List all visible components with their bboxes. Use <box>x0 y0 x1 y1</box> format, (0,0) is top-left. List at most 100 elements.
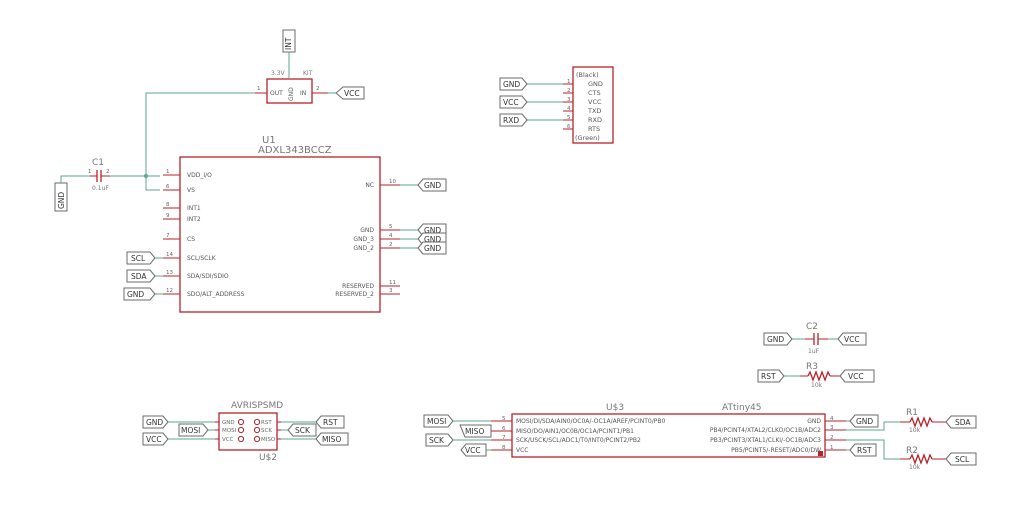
c2-name: C2 <box>806 322 818 332</box>
rst-flag[interactable] <box>757 369 785 383</box>
sda-flag[interactable] <box>945 415 977 429</box>
regulator-gnd-label: GND <box>288 87 295 101</box>
isp-pad <box>237 426 245 434</box>
vcc-flag[interactable] <box>142 432 169 446</box>
mosi-flag[interactable] <box>178 423 209 437</box>
rst-flag-label: RST <box>323 418 338 427</box>
gnd-flag[interactable] <box>417 178 447 192</box>
u1-pin-label: CS <box>187 236 195 243</box>
u1-pin-label: INT2 <box>187 216 201 223</box>
gnd-flag[interactable] <box>142 415 169 429</box>
attiny-pin-label: PB5/PCINT5/-RESET/ADC0/DW <box>731 447 821 454</box>
isp-pad <box>237 435 245 443</box>
attiny-pin-label: MISO/DO/AIN1/OC0B/OC1A/PCINT1/PB1 <box>516 428 634 435</box>
gnd-flag[interactable] <box>763 332 793 346</box>
u1-pin-label: SDO/ALT_ADDRESS <box>187 291 245 298</box>
attiny-pin-number: 8 <box>502 445 506 451</box>
r2-value: 10k <box>909 464 921 471</box>
u1-pin-number: 7 <box>166 233 170 239</box>
u1-pin-number: 1 <box>166 169 170 175</box>
vcc-flag[interactable] <box>839 369 875 383</box>
regulator-name: 3.3V <box>271 70 286 77</box>
r3-name: R3 <box>806 362 818 372</box>
u1-pin-label: GND_3 <box>353 236 374 243</box>
attiny-pin-number: 1 <box>830 445 834 451</box>
c1-name: C1 <box>92 158 104 168</box>
attiny-ref: U$3 <box>606 403 624 413</box>
vcc-flag-label: VCC <box>848 372 864 381</box>
sda-flag[interactable] <box>126 269 156 283</box>
u1-pin-number: 11 <box>389 280 396 286</box>
vcc-flag[interactable] <box>837 332 867 346</box>
scl-flag[interactable] <box>945 452 977 466</box>
isp-pad <box>237 418 245 426</box>
vcc-flag[interactable] <box>335 86 365 100</box>
vcc-flag-label: VCC <box>503 98 519 107</box>
attiny-pin-label: MOSI/DI/SDA/AIN0/OC0A/-OC1A/AREF/PCINT0/… <box>516 418 665 425</box>
header-pin-label: TXD <box>587 107 601 115</box>
vcc-flag-label: VCC <box>844 335 860 344</box>
vcc-flag-label: VCC <box>344 89 360 98</box>
attiny-pin-number: 7 <box>502 435 506 441</box>
scl-flag[interactable] <box>126 251 156 265</box>
u1-pin-number: 14 <box>166 252 173 258</box>
regulator-body <box>266 78 313 104</box>
isp-pin-label: SCK <box>261 428 272 434</box>
regulator-pin-in-num: 2 <box>316 86 320 92</box>
gnd-flag[interactable] <box>849 414 879 428</box>
r3-value: 10k <box>811 382 823 389</box>
u1-pin-number: 9 <box>166 213 170 219</box>
gnd-flag-label: GND <box>767 335 784 344</box>
scl-flag-label: SCL <box>131 254 146 263</box>
rst-flag[interactable] <box>315 415 345 429</box>
attiny-pin-number: 2 <box>830 435 834 441</box>
u1-pin-label: INT1 <box>187 205 201 212</box>
header-pin-number: 3 <box>567 97 571 103</box>
isp-ref: U$2 <box>259 453 277 463</box>
gnd-flag[interactable] <box>123 287 156 301</box>
u1-body <box>179 156 381 313</box>
rxd-flag[interactable] <box>499 113 528 127</box>
u1-pin-number: 12 <box>166 288 173 294</box>
r2-name: R2 <box>906 446 918 456</box>
header-pin-number: 2 <box>567 88 571 94</box>
vcc-flag[interactable] <box>499 95 528 109</box>
u1-pin-label: RESERVED_2 <box>335 291 374 298</box>
sck-flag[interactable] <box>287 423 317 437</box>
u1-pin-number: 10 <box>389 179 396 185</box>
resistor-r1: R1 10k SDA <box>900 408 977 434</box>
header-pin-number: 4 <box>567 106 571 112</box>
miso-flag[interactable] <box>315 432 349 446</box>
u1-pin-number: 2 <box>389 242 393 248</box>
u1-part: ADXL343BCCZ <box>258 145 332 156</box>
attiny-pin-number: 3 <box>830 425 834 431</box>
u1-pin-number: 8 <box>166 202 170 208</box>
gnd-flag-label: GND <box>424 244 441 253</box>
gnd-flag-label: GND <box>503 80 520 89</box>
isp-name: AVRISPSMD <box>231 401 283 411</box>
regulator-pin-out-num: 1 <box>257 86 261 92</box>
c1-pin2: 2 <box>106 169 110 175</box>
gnd-flag[interactable] <box>499 77 528 91</box>
gnd-flag[interactable] <box>417 241 447 255</box>
r1-value: 10k <box>909 427 921 434</box>
header-pin-label: RTS <box>588 125 600 133</box>
miso-flag[interactable] <box>459 424 492 438</box>
gnd-flag-label: GND <box>424 235 441 244</box>
u1-pin-number: 13 <box>166 270 173 276</box>
attiny-pin-number: 6 <box>502 426 506 432</box>
header-pin-label: RXD <box>588 116 602 124</box>
vcc-flag-label: VCC <box>146 435 162 444</box>
sck-flag[interactable] <box>425 433 454 447</box>
attiny-pin-number: 5 <box>502 416 506 422</box>
isp-body <box>218 412 278 451</box>
vcc-flag[interactable] <box>460 443 487 457</box>
header-pin-label: CTS <box>588 89 601 97</box>
rst-flag-label: RST <box>761 372 776 381</box>
u1-pin-number: 3 <box>389 288 393 294</box>
u1-pin-label: GND_2 <box>353 245 374 252</box>
int-flag-label: INT <box>284 37 293 50</box>
mosi-flag[interactable] <box>423 414 454 428</box>
rst-flag[interactable] <box>849 443 877 457</box>
